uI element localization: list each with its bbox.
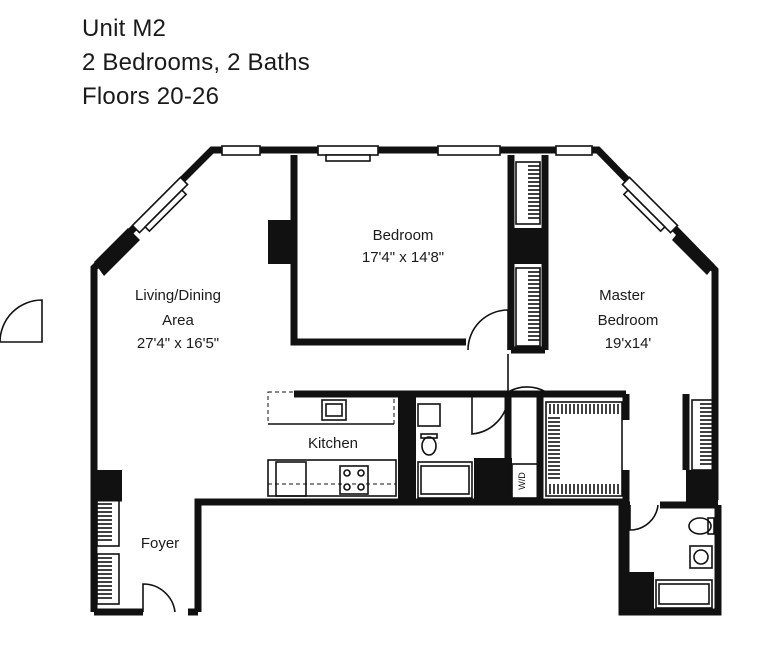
unit-title: Unit M2 [82, 15, 167, 42]
door-swings [0, 299, 659, 613]
bedroom-name: Bedroom [373, 227, 434, 244]
bath-fixtures [417, 403, 715, 609]
washer-dryer-label: W/D [517, 472, 527, 490]
kitchen-fixtures [267, 391, 397, 497]
bedroom-size: 17'4" x 14'8" [362, 249, 444, 266]
plan-header: Unit M2 2 Bedrooms, 2 Baths Floors 20-26 [82, 12, 310, 114]
windows [131, 145, 679, 234]
living-name-1: Living/Dining [135, 287, 221, 304]
master-name-2: Bedroom [598, 312, 659, 329]
living-name-2: Area [162, 312, 194, 329]
bedroom-bath-count: 2 Bedrooms, 2 Baths [82, 49, 310, 76]
closets [96, 161, 715, 605]
master-name-1: Master [599, 287, 645, 304]
kitchen-name: Kitchen [308, 435, 358, 452]
master-size: 19'x14' [605, 335, 652, 352]
foyer-name: Foyer [141, 535, 179, 552]
living-size: 27'4" x 16'5" [137, 335, 219, 352]
interior-walls [94, 155, 718, 612]
room-labels: Bedroom 17'4" x 14'8" Living/Dining Area… [135, 227, 658, 552]
exterior-walls [90, 146, 722, 616]
floor-range: Floors 20-26 [82, 83, 220, 110]
